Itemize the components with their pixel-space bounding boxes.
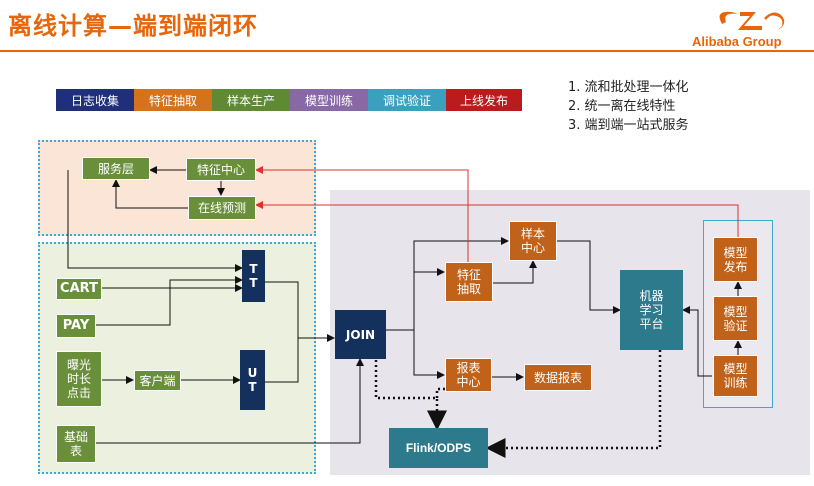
page-title: 离线计算—端到端闭环 [8, 12, 258, 40]
client-node: 客户端 [134, 370, 181, 391]
pay-log-node: PAY [56, 314, 96, 338]
key-point: 1. 流和批处理一体化 [568, 80, 689, 95]
exposure-click-node: 曝光时长点击 [56, 351, 102, 407]
legend-model-training: 模型训练 [290, 89, 368, 111]
feature-extract-node: 特征抽取 [445, 262, 493, 302]
data-report-node: 数据报表 [524, 364, 592, 391]
model-train-node: 模型训练 [713, 355, 758, 397]
key-points: 1. 流和批处理一体化 2. 统一离在线特性 3. 端到端一站式服务 [568, 78, 689, 135]
sample-center-node: 样本中心 [509, 221, 557, 261]
legend-sample-production: 样本生产 [212, 89, 290, 111]
flink-odps-node: Flink/ODPS [389, 428, 488, 468]
basic-table-node: 基础表 [56, 425, 96, 463]
key-point: 3. 端到端一站式服务 [568, 118, 689, 133]
online-service-zone [38, 140, 316, 236]
cart-log-node: CART [56, 278, 102, 300]
report-center-node: 报表中心 [445, 358, 492, 392]
feature-center-node: 特征中心 [186, 158, 256, 181]
alibaba-logo-icon [719, 11, 785, 30]
online-predict-node: 在线预测 [188, 196, 256, 220]
legend-online-release: 上线发布 [446, 89, 522, 111]
model-verify-node: 模型验证 [713, 296, 758, 341]
legend-debug-verify: 调试验证 [368, 89, 446, 111]
legend-log-collection: 日志收集 [56, 89, 134, 111]
header-divider [0, 50, 814, 52]
model-release-node: 模型发布 [713, 237, 758, 282]
ml-platform-node: 机器学习平台 [620, 270, 683, 350]
legend-feature-extraction: 特征抽取 [134, 89, 212, 111]
service-layer-node: 服务层 [82, 157, 150, 180]
alibaba-group-wordmark: Alibaba Group [692, 34, 782, 49]
join-node: JOIN [335, 310, 386, 359]
key-point: 2. 统一离在线特性 [568, 99, 676, 114]
